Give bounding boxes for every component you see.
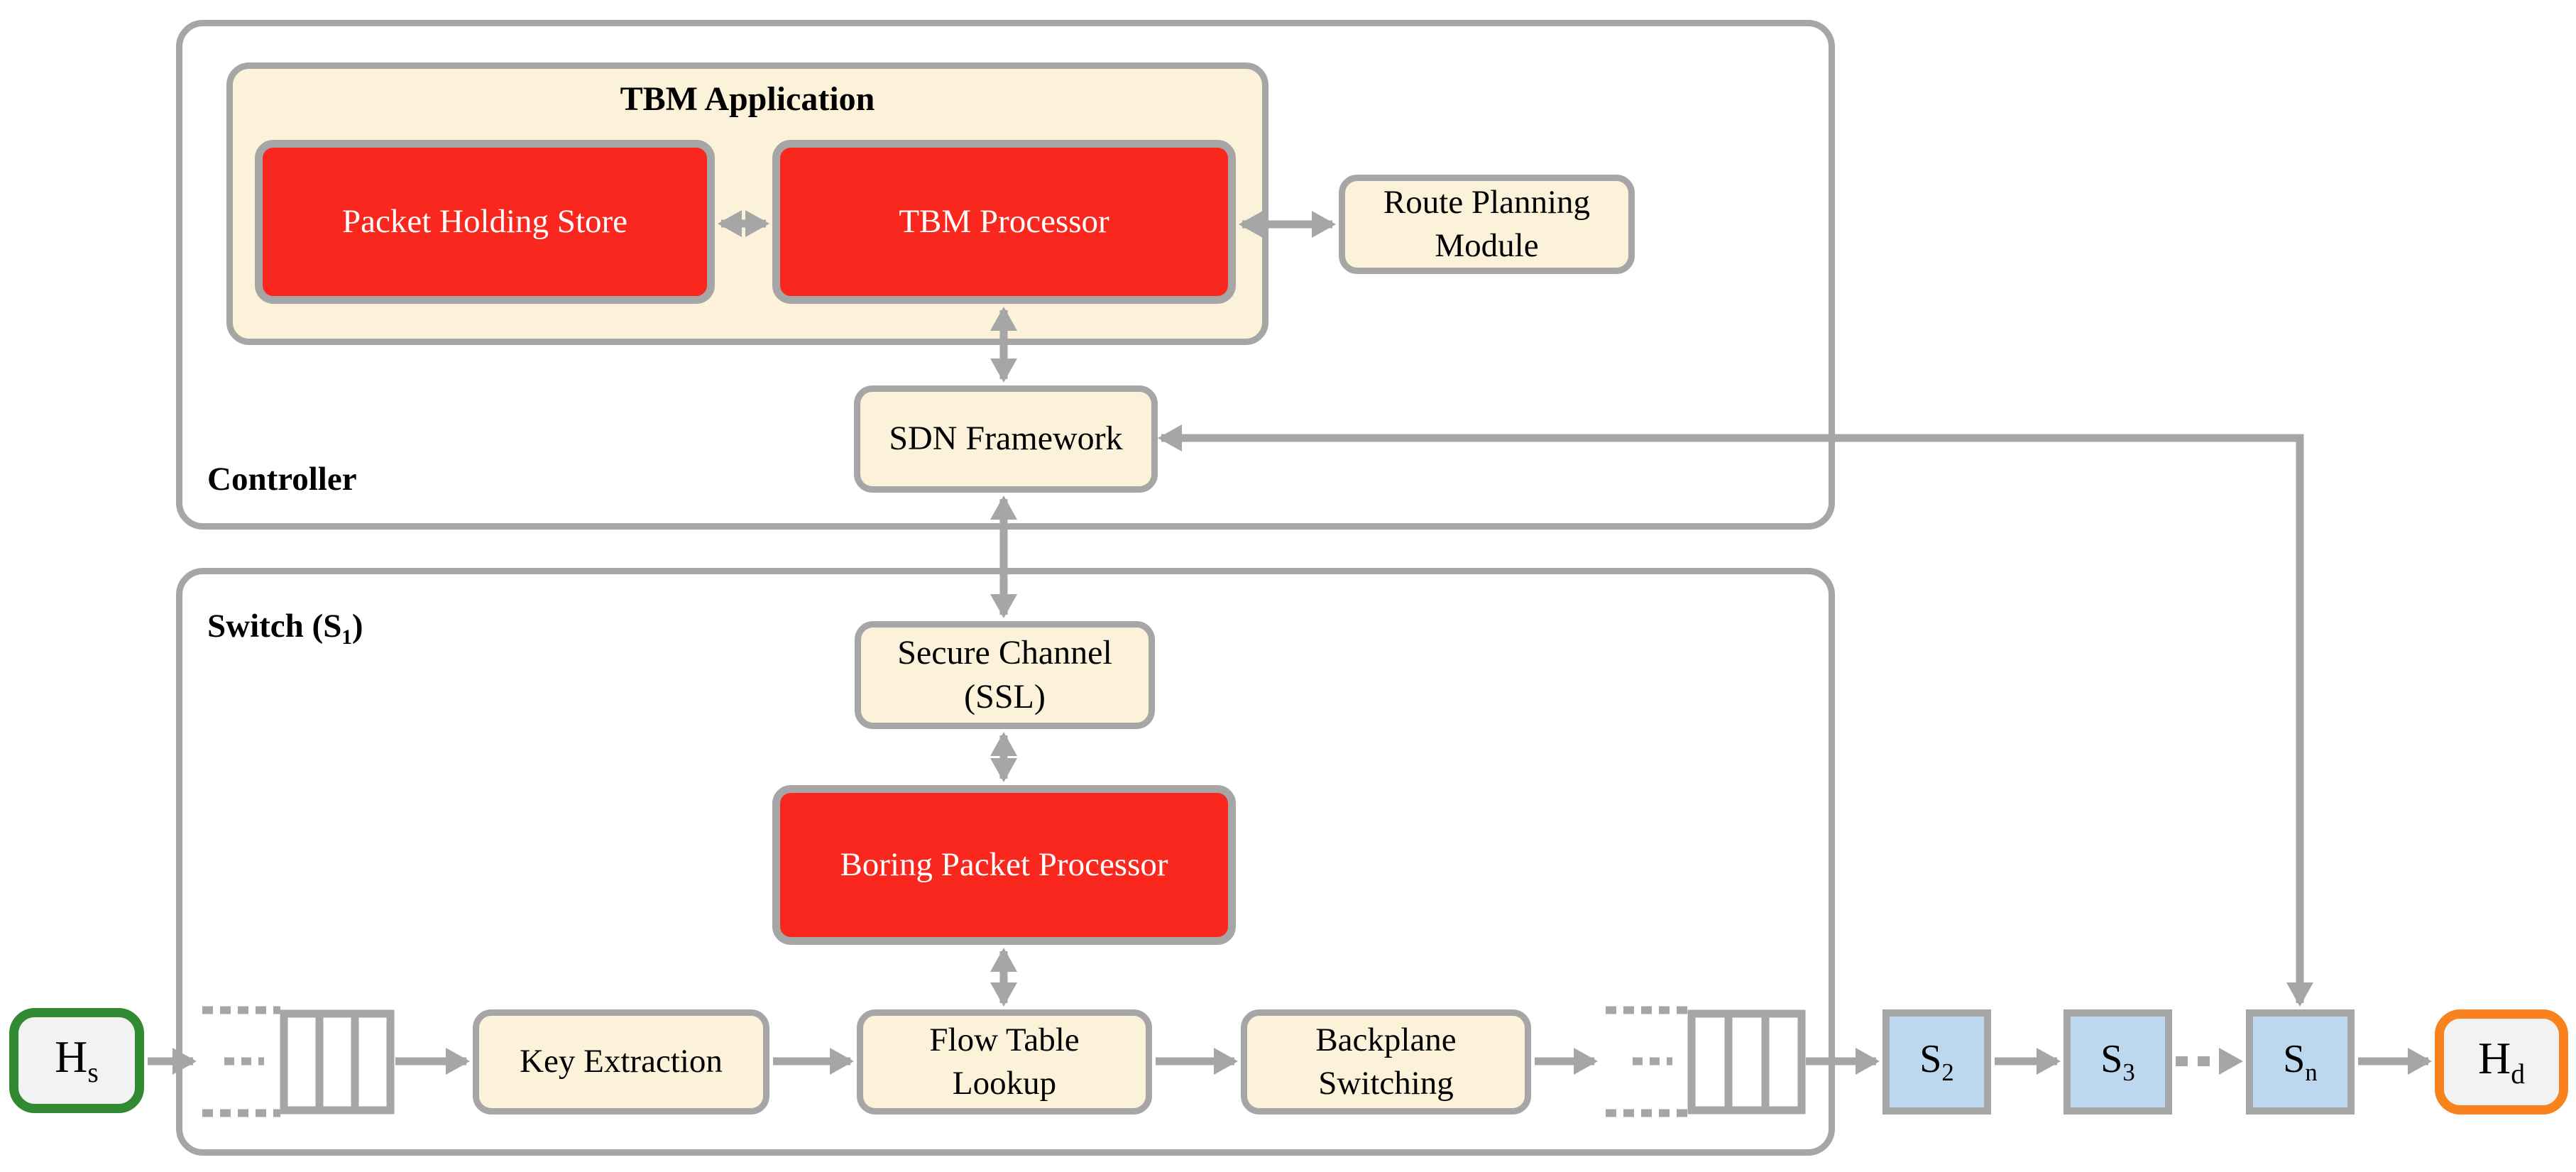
sdn-framework-label: SDN Framework	[889, 420, 1123, 458]
route-planning-line2: Module	[1435, 227, 1539, 264]
switch-label-suffix: )	[351, 608, 363, 645]
flow-table-lookup-line2: Lookup	[952, 1065, 1057, 1102]
boring-packet-processor-label: Boring Packet Processor	[840, 845, 1168, 883]
switch-label-prefix: Switch (S	[207, 608, 342, 645]
packet-holding-store-box: Packet Holding Store	[255, 140, 715, 304]
route-planning-module-box: Route Planning Module	[1339, 175, 1635, 274]
route-planning-line1: Route Planning	[1383, 183, 1591, 221]
backplane-switching-box: Backplane Switching	[1241, 1009, 1531, 1115]
switch-label: Switch (S1)	[207, 607, 363, 650]
switch-node-s2-label: S2	[1919, 1039, 1954, 1085]
switch-node-s3-subscript: 3	[2122, 1058, 2135, 1086]
packet-holding-store-label: Packet Holding Store	[341, 202, 628, 240]
backplane-switching-line1: Backplane	[1315, 1021, 1457, 1058]
switch-label-subscript: 1	[341, 626, 352, 650]
source-host-main: H	[55, 1031, 88, 1082]
switch-node-sn-subscript: n	[2305, 1058, 2318, 1086]
dest-host-main: H	[2477, 1032, 2511, 1083]
switch-node-s2: S2	[1882, 1009, 1991, 1115]
switch-node-s2-subscript: 2	[1941, 1058, 1954, 1086]
backplane-switching-line2: Switching	[1318, 1065, 1454, 1102]
tbm-application-title: TBM Application	[620, 80, 875, 118]
secure-channel-line2: (SSL)	[964, 678, 1046, 716]
flow-table-lookup-box: Flow Table Lookup	[857, 1009, 1152, 1115]
switch-node-sn: Sn	[2246, 1009, 2355, 1115]
switch-node-s2-main: S	[1919, 1036, 1942, 1081]
key-extraction-label: Key Extraction	[520, 1043, 723, 1080]
switch-node-s3: S3	[2063, 1009, 2172, 1115]
switch-node-sn-label: Sn	[2283, 1039, 2318, 1085]
secure-channel-box: Secure Channel (SSL)	[855, 621, 1155, 729]
tbm-processor-label: TBM Processor	[899, 202, 1109, 240]
dest-host-subscript: d	[2511, 1058, 2526, 1090]
switch-node-s3-label: S3	[2100, 1039, 2135, 1085]
source-host-subscript: s	[87, 1056, 99, 1088]
source-host-box: Hs	[9, 1008, 144, 1113]
sdn-framework-box: SDN Framework	[854, 385, 1158, 493]
dest-host-box: Hd	[2435, 1009, 2568, 1115]
switch-node-s3-main: S	[2100, 1036, 2123, 1081]
key-extraction-box: Key Extraction	[473, 1009, 769, 1115]
source-host-label: Hs	[55, 1034, 99, 1088]
boring-packet-processor-box: Boring Packet Processor	[772, 785, 1236, 945]
flow-table-lookup-line1: Flow Table	[929, 1021, 1080, 1058]
tbm-processor-box: TBM Processor	[772, 140, 1236, 304]
switch-node-sn-main: S	[2283, 1036, 2306, 1081]
controller-label: Controller	[207, 461, 357, 498]
secure-channel-line1: Secure Channel	[897, 633, 1112, 672]
dest-host-label: Hd	[2477, 1032, 2526, 1090]
